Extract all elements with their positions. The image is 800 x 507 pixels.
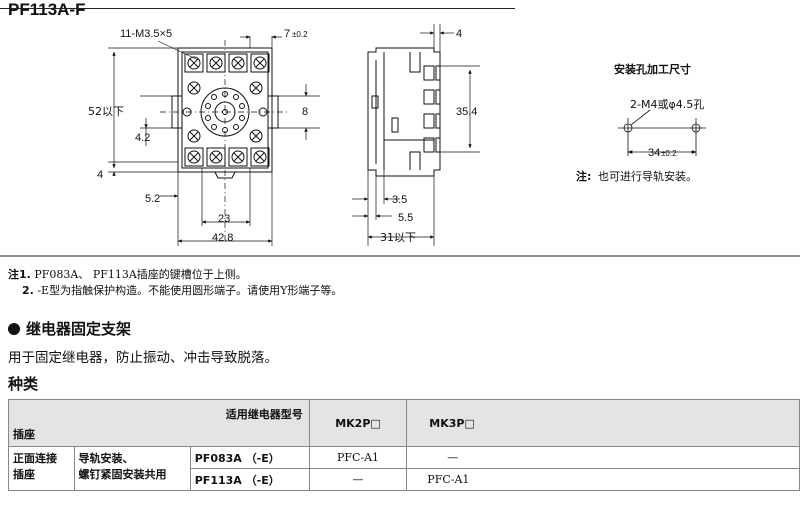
cell-mk2p: PFC-A1: [308, 446, 408, 469]
side-dimensions: [352, 24, 480, 246]
dimension-drawing: 11-M3.5×5 7 ±0.2 52以下 4.2 4 5.2 23 42.8 …: [0, 24, 800, 257]
cell-mk2p: —: [308, 468, 408, 491]
dim-7-tol: ±0.2: [292, 30, 308, 39]
dim-4-2: 4.2: [135, 132, 150, 144]
title-rule: [0, 8, 515, 9]
dim-7: 7: [284, 28, 290, 40]
dim-35-4: 35.4: [456, 106, 477, 118]
mounting-holes: 2-M4或φ4.5孔: [630, 98, 704, 111]
dim-8: 8: [302, 106, 308, 118]
header-relay: 适用继电器型号: [225, 408, 303, 421]
front-dimensions: [108, 35, 320, 246]
top-terminals: [184, 53, 270, 73]
dim-4-side: 4: [456, 28, 462, 40]
section-description: 用于固定继电器，防止振动、冲击导致脱落。: [8, 350, 278, 366]
header-mk3p: MK3P□: [406, 399, 800, 447]
dim-5-2: 5.2: [145, 193, 160, 205]
side-view: [367, 47, 441, 177]
mounting-note-label: 注:: [576, 169, 591, 183]
mounting-pitch: 34: [648, 147, 660, 159]
front-view: [160, 40, 290, 240]
mounting-pattern: [618, 109, 706, 156]
kinds-heading: 种类: [8, 375, 39, 393]
note-1-text: PF083A、 PF113A插座的键槽位于上侧。: [34, 268, 247, 281]
screws-label: 11-M3.5×5: [120, 28, 172, 40]
dim-4-left: 4: [97, 169, 103, 181]
note-1-label: 注1.: [8, 268, 31, 281]
note-2-label: 2.: [22, 284, 34, 297]
spec-table: 适用继电器型号 插座 MK2P□ MK3P□ 正面连接 插座 导轨安装、 螺钉紧…: [8, 399, 800, 491]
mounting-pitch-tol: ±0.2: [661, 149, 677, 158]
header-mk2p: MK2P□: [308, 399, 408, 447]
note-2-text: -E型为指触保护构造。不能使用圆形端子。请使用Y形端子等。: [37, 284, 343, 297]
model-title: PF113A-F: [8, 0, 86, 19]
bullet-icon: [8, 323, 20, 335]
section-title: 继电器固定支架: [8, 318, 131, 339]
notes: 注1. PF083A、 PF113A插座的键槽位于上侧。 2. -E型为指触保护…: [8, 267, 342, 299]
header-socket: 插座: [13, 428, 35, 441]
screws-leader: [157, 40, 199, 61]
note-1: 注1. PF083A、 PF113A插座的键槽位于上侧。: [8, 267, 342, 283]
mounting-note: 也可进行导轨安装。: [598, 169, 697, 183]
row-model: PF113A （-E）: [189, 468, 310, 491]
table-header-cell: 适用继电器型号 插座: [8, 399, 310, 447]
dim-31: 31以下: [380, 231, 416, 244]
note-2: 2. -E型为指触保护构造。不能使用圆形端子。请使用Y形端子等。: [8, 283, 342, 299]
bottom-terminals: [184, 147, 270, 167]
dim-23: 23: [218, 213, 230, 225]
dim-42-8: 42.8: [212, 232, 233, 244]
row-group: 正面连接 插座: [8, 446, 75, 491]
dim-52: 52以下: [88, 105, 124, 118]
row-model: PF083A （-E）: [189, 446, 310, 469]
cell-mk3p: PFC-A1: [406, 468, 800, 491]
row-sub: 导轨安装、 螺钉紧固安装共用: [73, 446, 191, 491]
mounting-title: 安装孔加工尺寸: [614, 62, 691, 76]
dim-3-5: 3.5: [392, 194, 407, 206]
dim-5-5: 5.5: [398, 212, 413, 224]
cell-mk3p: —: [406, 446, 800, 469]
